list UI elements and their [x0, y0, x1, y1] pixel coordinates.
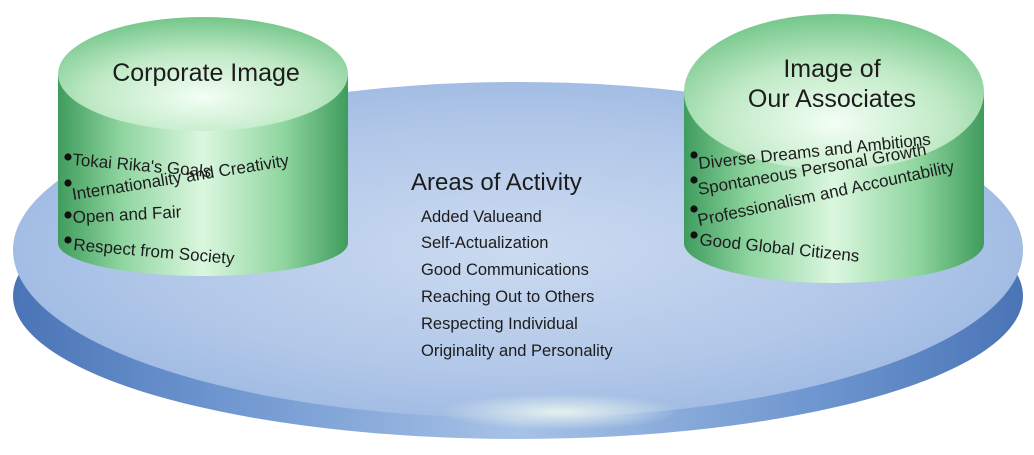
center-item: Reaching Out to Others — [421, 288, 594, 306]
center-item: Originality and Personality — [421, 342, 613, 360]
bullet-dot — [690, 151, 698, 159]
right-cylinder: Image of Our Associates Diverse Dreams a… — [684, 14, 984, 283]
center-item: Respecting Individual — [421, 315, 578, 333]
bullet-dot — [64, 236, 72, 244]
left-cylinder-title: Corporate Image — [112, 59, 300, 87]
left-cylinder-body — [58, 74, 348, 276]
left-cylinder: Corporate Image Tokai Rika's Goals Inter… — [58, 17, 348, 276]
bullet-dot — [690, 231, 698, 239]
bullet-dot — [64, 153, 72, 161]
bullet-dot — [64, 179, 72, 187]
right-cylinder-title-line1: Image of — [783, 55, 880, 83]
center-section: Areas of Activity Added Valueand Self-Ac… — [411, 169, 613, 360]
platform-disc-highlight — [440, 394, 680, 430]
bullet-dot — [64, 211, 72, 219]
right-cylinder-cap — [684, 14, 984, 170]
right-cylinder-title-line2: Our Associates — [748, 85, 916, 113]
center-item: Self-Actualization — [421, 234, 548, 252]
bullet-dot — [690, 176, 698, 184]
left-cylinder-cap — [58, 17, 348, 131]
center-item: Good Communications — [421, 261, 589, 279]
bullet-dot — [690, 205, 698, 213]
center-item: Added Valueand — [421, 208, 542, 226]
center-title: Areas of Activity — [411, 169, 582, 196]
